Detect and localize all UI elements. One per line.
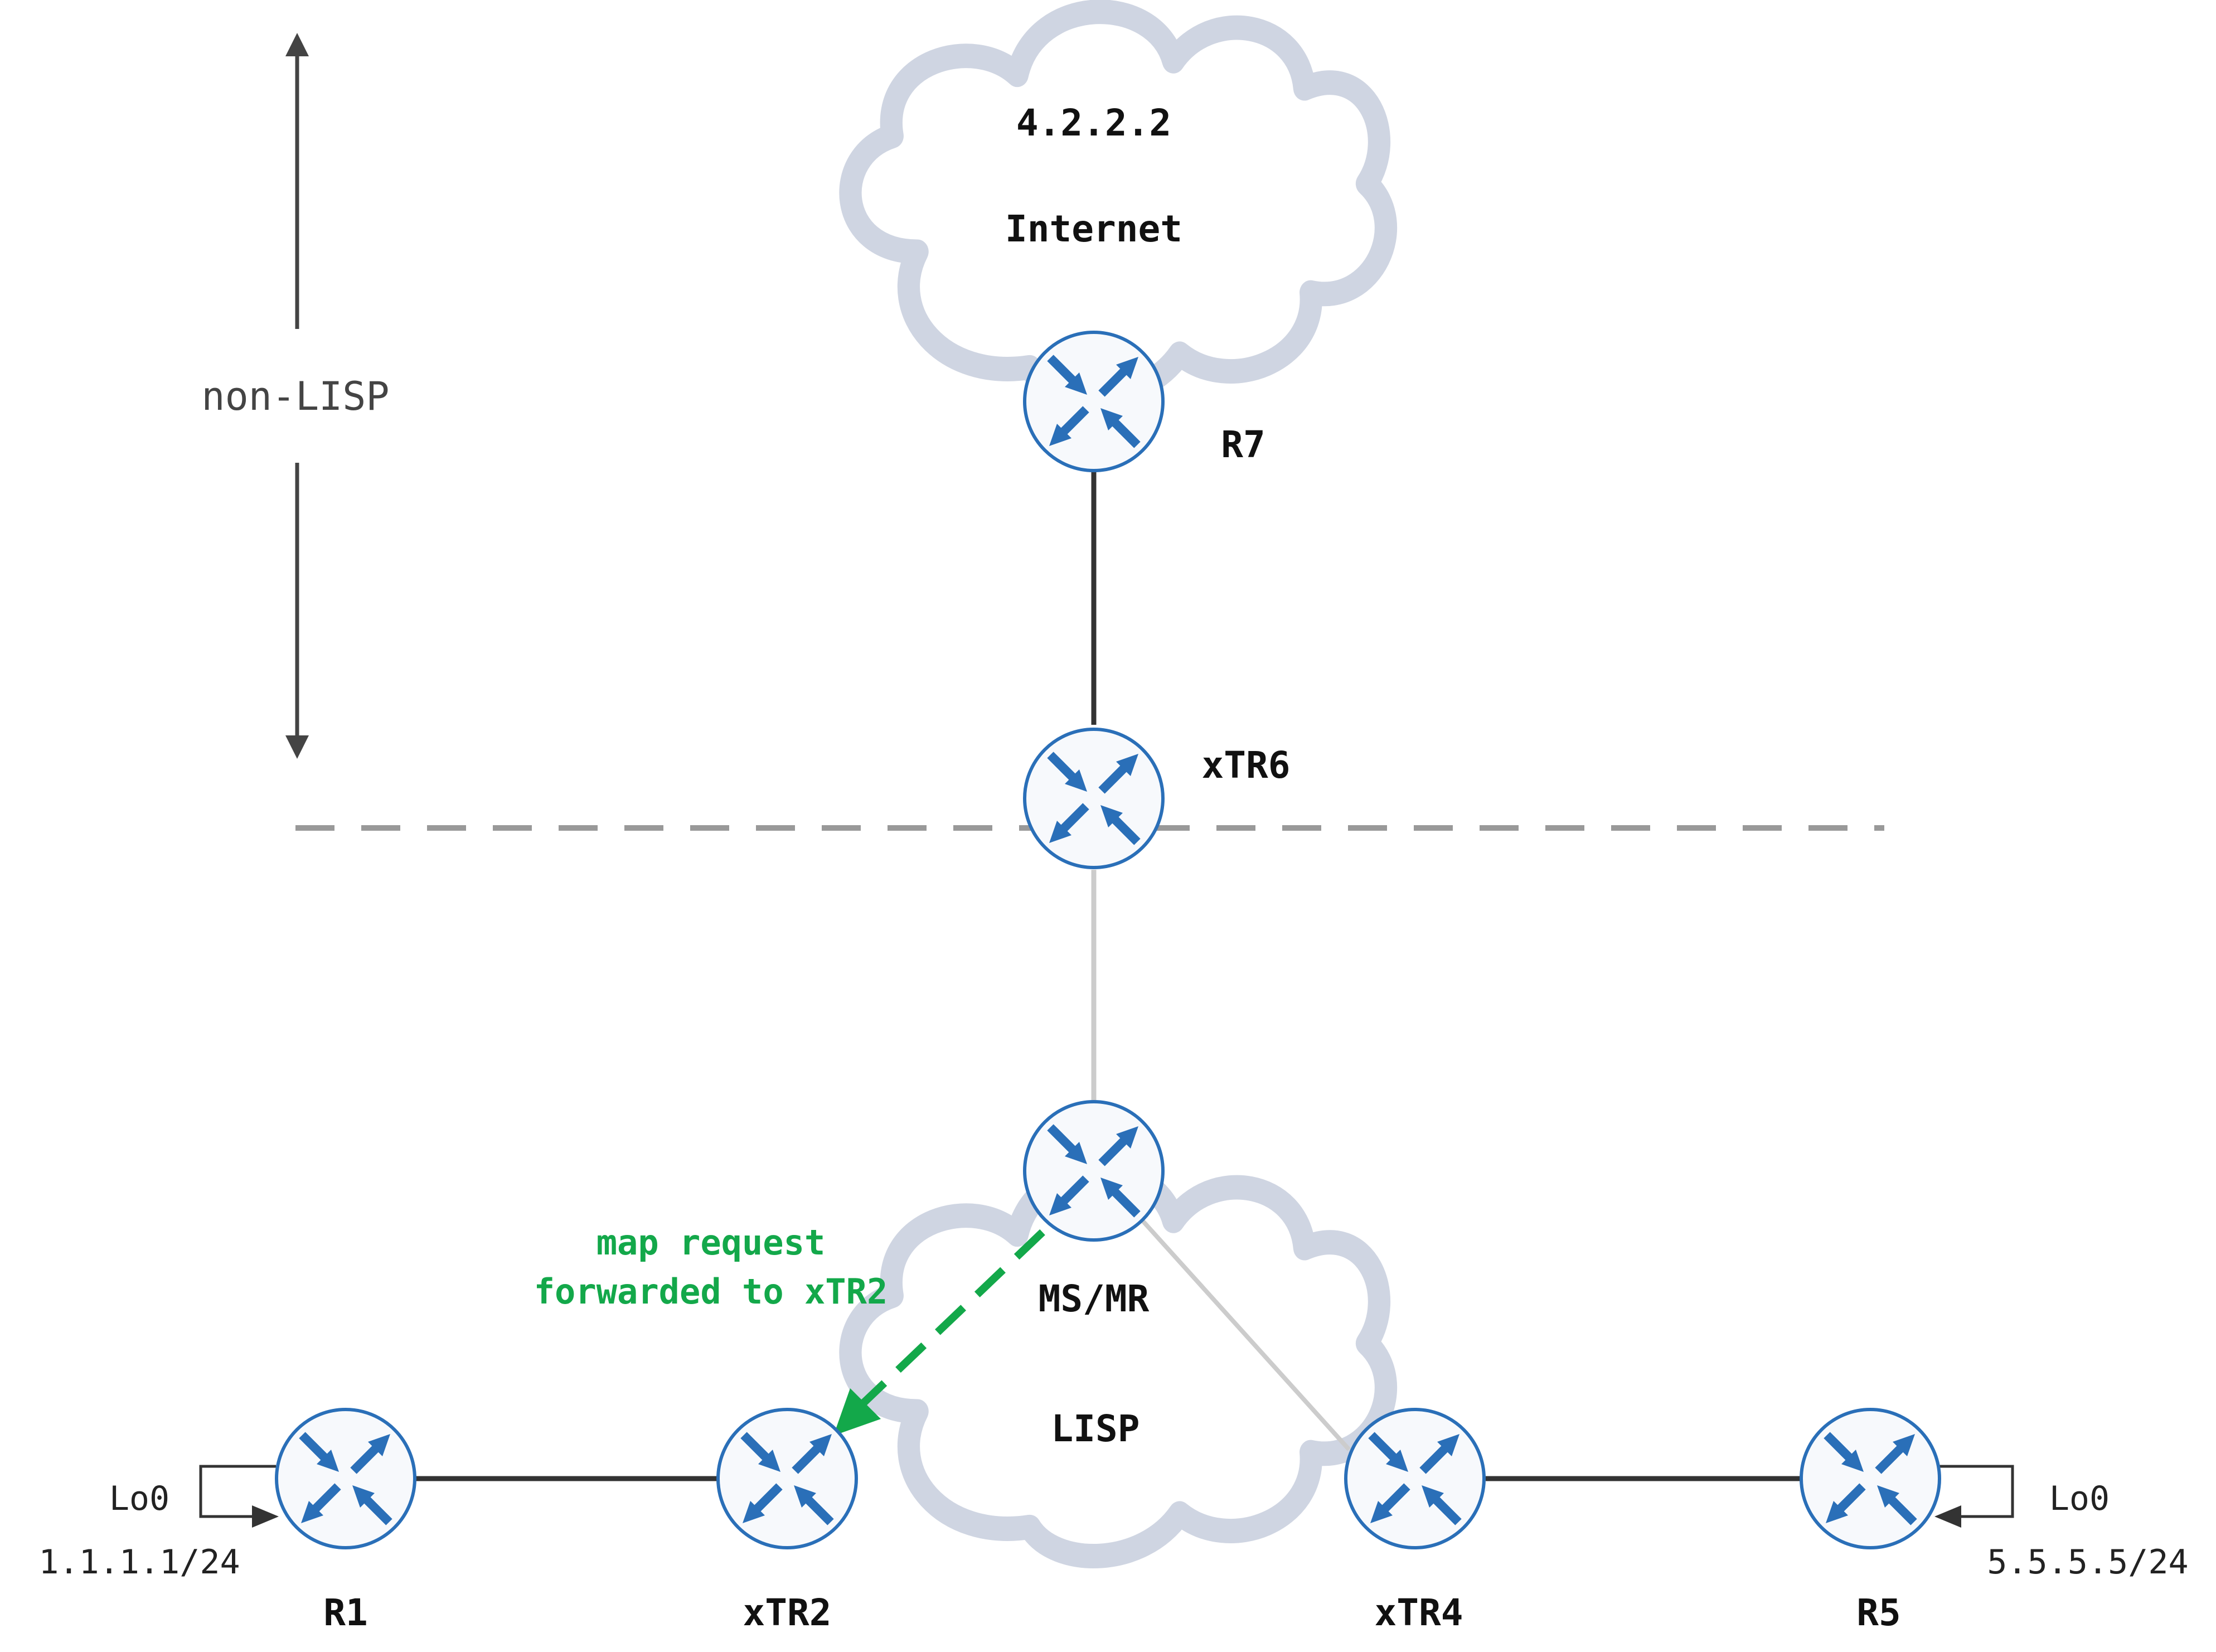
router-r7-icon[interactable] — [1025, 332, 1163, 471]
loopback-left-bracket — [199, 1465, 279, 1528]
lisp-cloud — [839, 1159, 1398, 1568]
map-request-arrow — [833, 1229, 1045, 1436]
router-xtr6-icon[interactable] — [1025, 729, 1163, 868]
router-r1-icon[interactable] — [277, 1409, 415, 1548]
internet-label: Internet — [1005, 207, 1182, 250]
internet-cloud — [839, 0, 1398, 409]
xtr4-label: xTR4 — [1375, 1591, 1463, 1634]
loopback-right-name: Lo0 — [2049, 1479, 2110, 1518]
r1-label: R1 — [323, 1591, 367, 1634]
internet-address-label: 4.2.2.2 — [1016, 101, 1171, 144]
loopback-right-bracket — [1934, 1465, 2014, 1528]
r5-label: R5 — [1856, 1591, 1900, 1634]
router-r5-icon[interactable] — [1801, 1409, 1939, 1548]
xtr6-label: xTR6 — [1202, 744, 1291, 787]
router-msmr-icon[interactable] — [1025, 1102, 1163, 1240]
loopback-right-address: 5.5.5.5/24 — [1987, 1543, 2188, 1582]
annotation-line1: map request — [597, 1222, 826, 1263]
router-xtr4-icon[interactable] — [1346, 1409, 1484, 1548]
link-msmr-xtr4 — [1141, 1219, 1351, 1451]
loopback-left-name: Lo0 — [109, 1479, 169, 1518]
annotation-line2: forwarded to xTR2 — [534, 1271, 888, 1312]
router-xtr2-icon[interactable] — [718, 1409, 856, 1548]
non-lisp-label: non-LISP — [201, 374, 389, 419]
loopback-left-address: 1.1.1.1/24 — [38, 1543, 240, 1582]
msmr-label: MS/MR — [1039, 1277, 1150, 1320]
lisp-label: LISP — [1051, 1407, 1140, 1450]
r7-label: R7 — [1221, 423, 1265, 466]
xtr2-label: xTR2 — [743, 1591, 832, 1634]
